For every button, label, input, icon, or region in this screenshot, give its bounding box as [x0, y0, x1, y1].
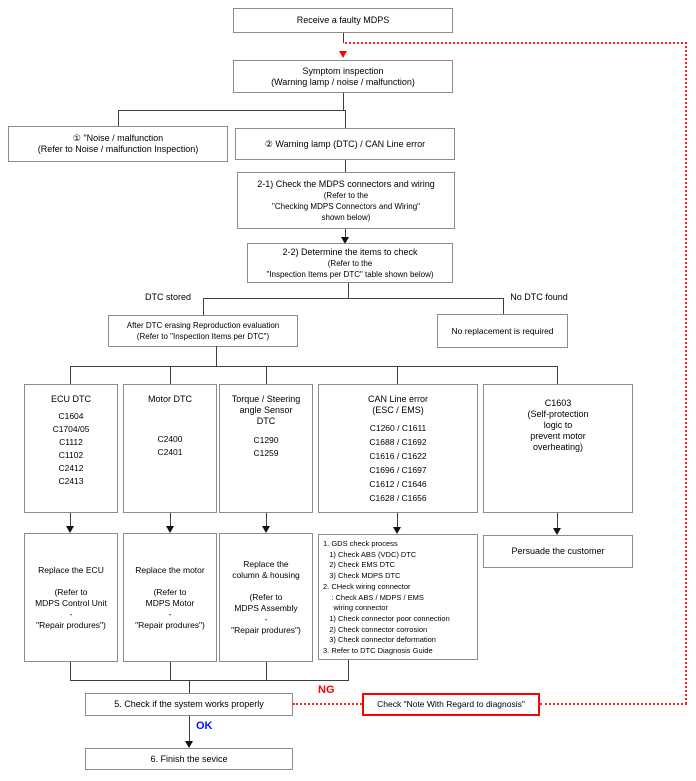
feedback-dotted-line-top [345, 42, 687, 44]
node-label: Receive a faulty MDPS [296, 15, 390, 25]
connector [216, 346, 217, 366]
connector [70, 680, 349, 681]
node-label: 2-1) Check the MDPS connectors and wirin… [257, 178, 435, 222]
arrow-down-icon [262, 526, 270, 533]
node-receive-faulty-mdps: Receive a faulty MDPS [233, 8, 453, 33]
node-check-system-works: 5. Check if the system works properly [85, 693, 293, 716]
connector [397, 366, 398, 384]
connector [70, 513, 71, 526]
node-no-replacement: No replacement is required [437, 314, 568, 348]
node-finish-service: 6. Finish the sevice [85, 748, 293, 770]
node-label: Persuade the customer [511, 546, 605, 556]
connector [557, 366, 558, 384]
connector [118, 110, 345, 111]
connector [170, 662, 171, 680]
arrow-down-icon [393, 527, 401, 534]
connector-receive-symptom [343, 33, 344, 43]
node-gds-check-process: 1. GDS check process 1) Check ABS (VDC) … [318, 534, 478, 660]
connector [266, 366, 267, 384]
arrow-down-icon [185, 741, 193, 748]
node-title: ECU DTC [51, 394, 91, 404]
connector [557, 513, 558, 528]
node-title: CAN Line error(ESC / EMS) [367, 394, 429, 415]
connector [203, 298, 504, 299]
connector [343, 93, 344, 110]
arrow-down-icon [341, 237, 349, 244]
connector [203, 298, 204, 315]
node-label: ② Warning lamp (DTC) / CAN Line error [264, 138, 426, 149]
connector [266, 662, 267, 680]
node-note-regard-diagnosis: Check "Note With Regard to diagnosis" [362, 693, 540, 716]
branch-label-dtc-stored: DTC stored [144, 292, 191, 302]
connector [170, 366, 171, 384]
connector [70, 662, 71, 680]
node-label: 1. GDS check process 1) Check ABS (VDC) … [323, 539, 450, 656]
node-warning-lamp-can-error: ② Warning lamp (DTC) / CAN Line error [235, 128, 455, 160]
arrow-down-icon [553, 528, 561, 535]
connector [189, 680, 190, 693]
connector [70, 366, 71, 384]
node-label: Check "Note With Regard to diagnosis" [377, 699, 525, 709]
connector [118, 110, 119, 126]
node-label: ① "Noise / malfunction(Refer to Noise / … [37, 133, 199, 154]
ng-dotted-line [293, 703, 362, 705]
node-check-mdps-connectors: 2-1) Check the MDPS connectors and wirin… [237, 172, 455, 229]
connector [345, 229, 346, 238]
red-arrow-down-icon [339, 51, 347, 58]
node-label: After DTC erasing Reproduction evaluatio… [126, 321, 280, 341]
arrow-down-icon [66, 526, 74, 533]
node-label: 5. Check if the system works properly [114, 699, 264, 709]
node-after-dtc-erasing: After DTC erasing Reproduction evaluatio… [108, 315, 298, 347]
node-title: Motor DTC [147, 394, 192, 404]
connector [348, 660, 349, 680]
connector [345, 110, 346, 128]
connector [348, 283, 349, 298]
node-symptom-inspection: Symptom inspection(Warning lamp / noise … [233, 60, 453, 93]
connector [397, 513, 398, 527]
connector [170, 513, 171, 526]
node-persuade-customer: Persuade the customer [483, 535, 633, 568]
connector [503, 298, 504, 314]
connector [189, 716, 190, 741]
node-label: Symptom inspection(Warning lamp / noise … [271, 65, 415, 87]
edge-label-ng: NG [318, 684, 335, 696]
node-noise-malfunction: ① "Noise / malfunction(Refer to Noise / … [8, 126, 228, 162]
node-label: 2-2) Determine the items to check(Refer … [266, 246, 434, 279]
node-determine-items: 2-2) Determine the items to check(Refer … [247, 243, 453, 283]
connector [70, 366, 558, 367]
node-label: 6. Finish the sevice [150, 753, 228, 764]
branch-label-no-dtc-found: No DTC found [510, 292, 568, 302]
ng-dotted-line [540, 703, 687, 705]
connector [266, 513, 267, 526]
feedback-dotted-line-right [685, 42, 687, 704]
node-label: No replacement is required [451, 325, 554, 336]
edge-label-ok: OK [196, 720, 213, 732]
connector [345, 160, 346, 172]
arrow-down-icon [166, 526, 174, 533]
